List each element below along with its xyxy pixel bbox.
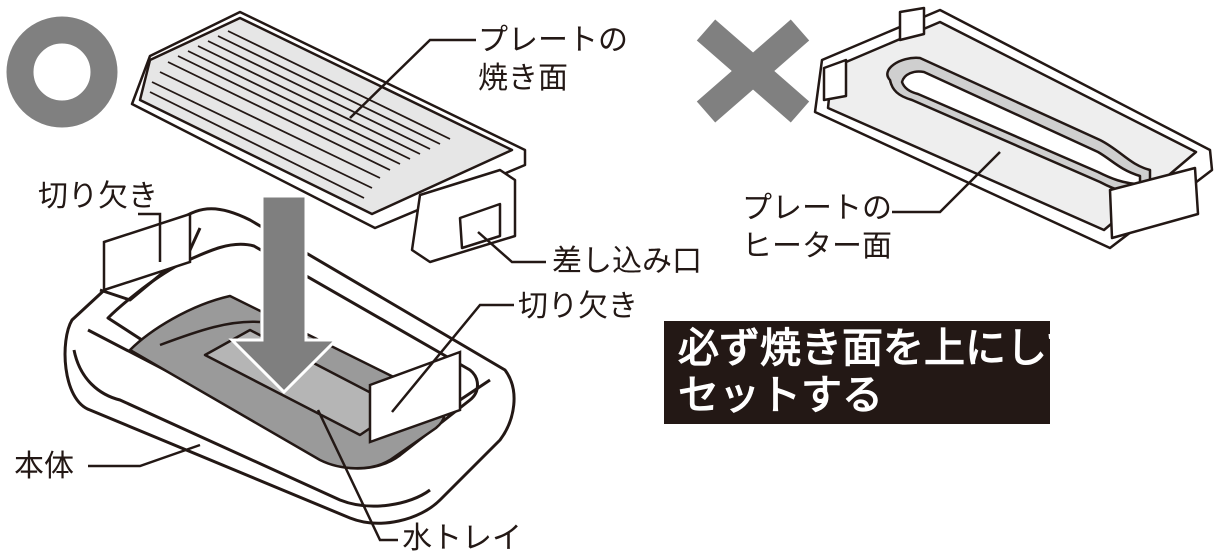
notice-box: 必ず焼き面を上にして セットする [664,321,1087,424]
cross-incorrect-icon [696,19,810,123]
grill-plate-ribs [149,30,451,199]
insert-arrow [228,194,340,395]
heater-plate-illustration [813,6,1214,250]
label-notch-left: 切り欠き [38,179,158,214]
notice-line-2: セットする [678,371,883,419]
circle-correct-icon [6,16,118,128]
label-notch-right: 切り欠き [518,289,638,324]
leader-lines [88,38,1001,542]
notch-markers [102,212,462,444]
label-plate-grill-surface: プレートの 焼き面 [478,23,628,96]
notice-line-1: 必ず焼き面を上にして [678,324,1087,372]
label-water-tray: 水トレイ [402,521,522,556]
label-insertion-port: 差し込み口 [552,244,702,279]
label-plate-heater-surface: プレートの ヒーター面 [742,191,892,264]
label-main-body: 本体 [14,449,74,484]
